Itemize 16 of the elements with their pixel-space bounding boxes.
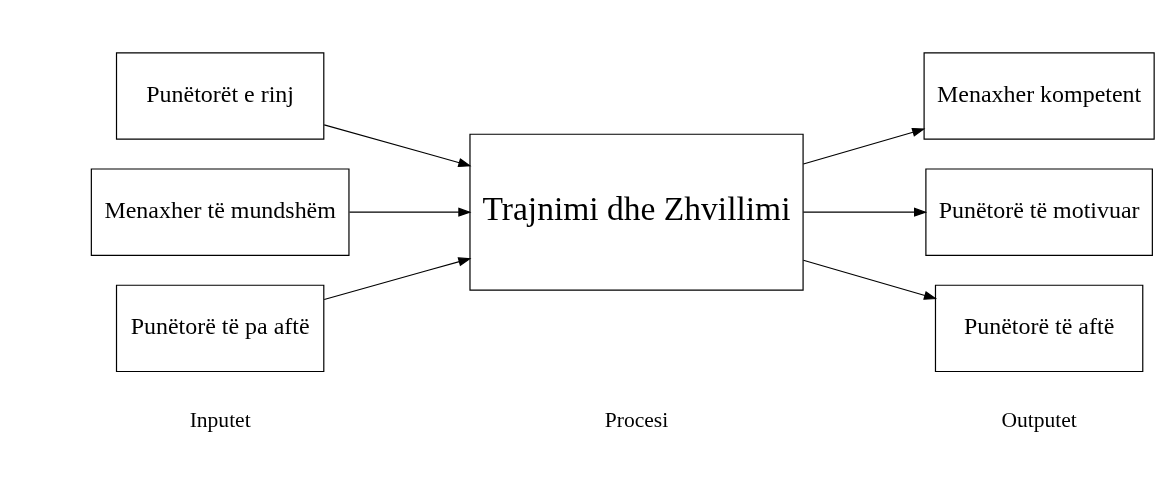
label: Outputet	[1001, 407, 1077, 432]
arrow	[323, 256, 472, 300]
node-box: Menaxher të mundshëm	[90, 167, 350, 256]
node-box: Punëtorë të motivuar	[925, 167, 1153, 256]
arrow	[348, 207, 472, 217]
label: Inputet	[189, 407, 251, 432]
node-box: Punëtorë të aftë	[934, 284, 1144, 372]
node-box: Punëtorët e rinj	[115, 51, 325, 140]
arrow	[802, 207, 928, 217]
arrow	[323, 123, 472, 167]
label: Procesi	[604, 407, 669, 432]
arrow	[802, 259, 938, 300]
node-box: Trajnimi dhe Zhvillimi	[469, 133, 804, 291]
arrow	[802, 127, 926, 165]
node-box: Punëtorë të pa aftë	[115, 284, 325, 372]
node-box: Menaxher kompetent	[923, 51, 1155, 140]
